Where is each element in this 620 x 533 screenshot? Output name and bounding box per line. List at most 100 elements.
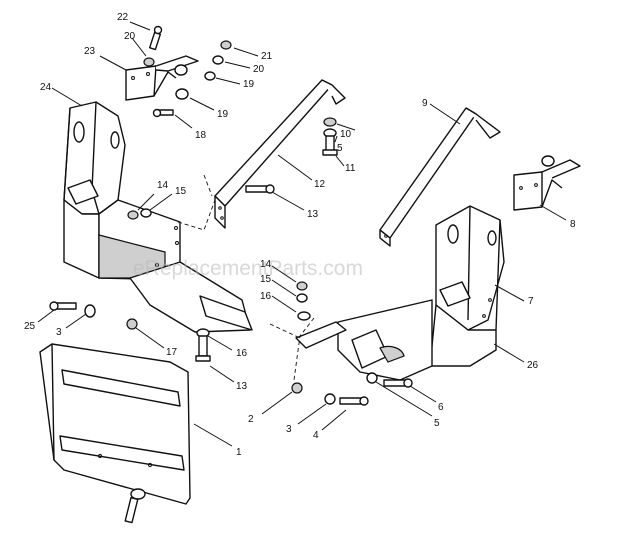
svg-text:25: 25 [24, 321, 36, 332]
callout-19-right: 19 [215, 77, 255, 90]
bolt-25[interactable] [49, 301, 77, 311]
svg-text:5: 5 [434, 418, 440, 429]
right-upright-frame[interactable] [295, 205, 505, 381]
callout-19-lower: 19 [189, 97, 229, 120]
callout-13-top: 13 [271, 191, 319, 220]
svg-text:3: 3 [286, 424, 292, 435]
washer-16-mid[interactable] [297, 311, 311, 321]
callout-24: 24 [40, 82, 83, 107]
callout-labels: 22 21 20 23 20 19 19 24 18 9 10 5 11 12 … [24, 12, 576, 458]
svg-text:4: 4 [313, 430, 319, 441]
nut-14-mid[interactable] [296, 281, 308, 291]
svg-text:20: 20 [253, 64, 265, 75]
right-small-bracket[interactable] [513, 155, 581, 211]
bolt-4[interactable] [339, 396, 369, 406]
callout-13-lower: 13 [209, 365, 248, 392]
svg-text:17: 17 [166, 347, 178, 358]
callout-11: 11 [335, 155, 356, 174]
callout-9: 9 [422, 98, 461, 125]
bolt-13-top[interactable] [245, 184, 275, 194]
washer-20-right[interactable] [212, 55, 224, 65]
callout-15-left: 15 [149, 186, 187, 211]
washer-19[interactable] [204, 71, 216, 81]
svg-text:16: 16 [260, 291, 272, 302]
svg-text:7: 7 [528, 296, 534, 307]
svg-text:18: 18 [195, 130, 207, 141]
bolt-bottom-panel[interactable] [124, 488, 146, 524]
callout-21: 21 [233, 47, 273, 62]
callout-8: 8 [539, 204, 576, 230]
front-guard-panel[interactable] [39, 343, 191, 505]
svg-text:6: 6 [438, 402, 444, 413]
callout-6: 6 [409, 385, 444, 413]
callout-16-mid: 16 [260, 291, 297, 313]
washer-15-mid[interactable] [296, 293, 308, 303]
nut-14-left[interactable] [127, 210, 139, 220]
assembly-guide-lines [177, 174, 315, 381]
callout-7: 7 [494, 284, 534, 307]
callout-15-mid: 15 [260, 274, 297, 297]
svg-text:26: 26 [527, 360, 539, 371]
callout-22: 22 [117, 12, 151, 31]
washer-19-lower[interactable] [175, 88, 189, 100]
bolt-6[interactable] [383, 378, 413, 388]
svg-text:24: 24 [40, 82, 52, 93]
left-upright-frame[interactable] [63, 101, 253, 333]
svg-text:20: 20 [124, 31, 136, 42]
nut-10[interactable] [323, 117, 337, 127]
left-small-bracket[interactable] [125, 55, 199, 101]
nut-17[interactable] [126, 318, 138, 330]
callout-10: 10 [336, 123, 356, 140]
callout-5-lower: 5 [375, 381, 440, 429]
svg-text:11: 11 [345, 163, 356, 174]
nut-20-left[interactable] [143, 57, 155, 67]
callout-20-left: 20 [124, 31, 147, 57]
callout-23: 23 [84, 46, 127, 71]
svg-text:15: 15 [175, 186, 187, 197]
callout-4: 4 [313, 409, 347, 441]
callout-5-top: 5 [334, 135, 343, 154]
long-support-bar-left[interactable] [214, 79, 346, 229]
svg-text:19: 19 [243, 79, 255, 90]
svg-text:3: 3 [56, 327, 62, 338]
svg-text:19: 19 [217, 109, 229, 120]
svg-text:15: 15 [260, 274, 272, 285]
washer-5-lower[interactable] [366, 372, 378, 384]
bolt-13-lower[interactable] [195, 335, 211, 362]
callout-26: 26 [493, 343, 539, 371]
long-support-bar-right[interactable] [379, 107, 501, 247]
callout-17: 17 [135, 327, 178, 358]
washer-15-left[interactable] [140, 208, 152, 218]
svg-text:21: 21 [261, 51, 273, 62]
nut-2[interactable] [291, 382, 303, 394]
callout-20-right: 20 [224, 61, 265, 75]
svg-text:16: 16 [236, 348, 248, 359]
svg-text:10: 10 [340, 129, 352, 140]
washer-3-right[interactable] [324, 393, 336, 405]
svg-text:9: 9 [422, 98, 428, 109]
callout-18: 18 [174, 114, 207, 141]
callout-14-left: 14 [137, 180, 169, 211]
callout-12: 12 [277, 154, 326, 190]
svg-text:12: 12 [314, 179, 326, 190]
svg-text:5: 5 [337, 143, 343, 154]
bolt-22[interactable] [148, 25, 163, 51]
watermark-text: eReplacementParts.com [133, 257, 363, 280]
svg-text:14: 14 [157, 180, 169, 191]
bolt-18[interactable] [152, 108, 174, 118]
svg-text:8: 8 [570, 219, 576, 230]
washer-3-left[interactable] [84, 304, 96, 318]
nut-21[interactable] [220, 40, 232, 50]
bolt-11[interactable] [322, 135, 338, 156]
svg-text:23: 23 [84, 46, 96, 57]
svg-text:13: 13 [236, 381, 248, 392]
svg-text:22: 22 [117, 12, 129, 23]
svg-text:1: 1 [236, 447, 242, 458]
callout-3-left: 3 [56, 313, 87, 338]
callout-14-mid: 14 [260, 259, 297, 283]
callout-1: 1 [193, 423, 242, 458]
callout-25: 25 [24, 309, 55, 332]
callout-16-lower: 16 [207, 335, 248, 359]
svg-text:13: 13 [307, 209, 319, 220]
